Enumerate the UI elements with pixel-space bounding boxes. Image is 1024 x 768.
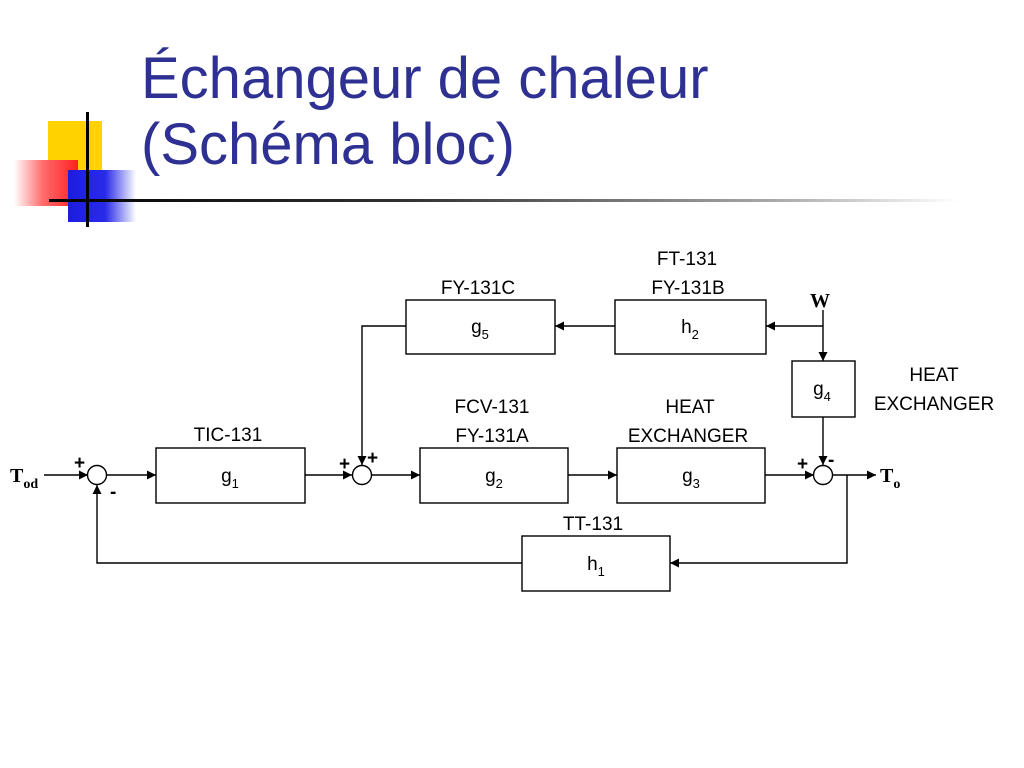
slide-title: Échangeur de chaleur (Schéma bloc): [141, 46, 709, 178]
block-g3-symbol: g3: [682, 466, 700, 491]
sign-s3-disturbance: -: [828, 450, 834, 471]
sign-s2-input: +: [339, 454, 350, 475]
block-h1-symbol: h1: [587, 554, 605, 579]
deco-blue-square: [68, 170, 136, 222]
block-g4: g4: [791, 360, 856, 418]
label-g1: TIC-131: [194, 425, 263, 446]
block-g5: g5: [405, 299, 556, 355]
block-h2-symbol: h2: [681, 317, 699, 342]
block-h1: h1: [521, 535, 671, 592]
block-g4-symbol: g4: [813, 379, 831, 404]
label-g4-line2: EXCHANGER: [874, 394, 994, 415]
sign-s3-input: +: [797, 454, 808, 475]
signal-lines: [44, 310, 876, 568]
sign-s1-input: +: [74, 453, 85, 474]
label-g2-line2: FY-131A: [455, 426, 529, 447]
label-h2-line1: FT-131: [657, 249, 717, 270]
label-h2-line2: FY-131B: [651, 278, 724, 299]
deco-vertical-rule: [86, 112, 89, 227]
slide-title-line2: (Schéma bloc): [141, 112, 515, 177]
title-underline: [49, 199, 960, 202]
sign-s1-feedback: -: [110, 482, 116, 503]
label-g3-line2: EXCHANGER: [628, 426, 748, 447]
block-g2: g2: [419, 447, 569, 504]
sign-s2-feedforward: +: [367, 448, 378, 469]
slide-title-line1: Échangeur de chaleur: [141, 46, 709, 111]
block-g1-symbol: g1: [221, 466, 239, 491]
line-h1-to-s1: [92, 485, 522, 564]
signal-disturbance: W: [810, 290, 830, 312]
label-g2-line1: FCV-131: [455, 397, 530, 418]
block-g2-symbol: g2: [485, 466, 503, 491]
summing-junction-s3: [812, 464, 834, 486]
label-g3-line1: HEAT: [665, 397, 715, 418]
label-g5: FY-131C: [441, 278, 515, 299]
block-h2: h2: [614, 299, 767, 355]
block-g3: g3: [616, 447, 766, 504]
signal-setpoint: Tod: [10, 465, 38, 492]
line-g5-to-s2: [357, 325, 406, 465]
line-feedback-to-h1: [670, 475, 848, 568]
block-g1: g1: [155, 447, 306, 504]
summing-junction-s2: [351, 464, 373, 486]
deco-red-square: [14, 160, 78, 206]
block-g5-symbol: g5: [471, 317, 489, 342]
label-g4-line1: HEAT: [909, 365, 959, 386]
signal-output: To: [880, 465, 900, 492]
summing-junction-s1: [86, 464, 108, 486]
label-h1: TT-131: [563, 514, 623, 535]
